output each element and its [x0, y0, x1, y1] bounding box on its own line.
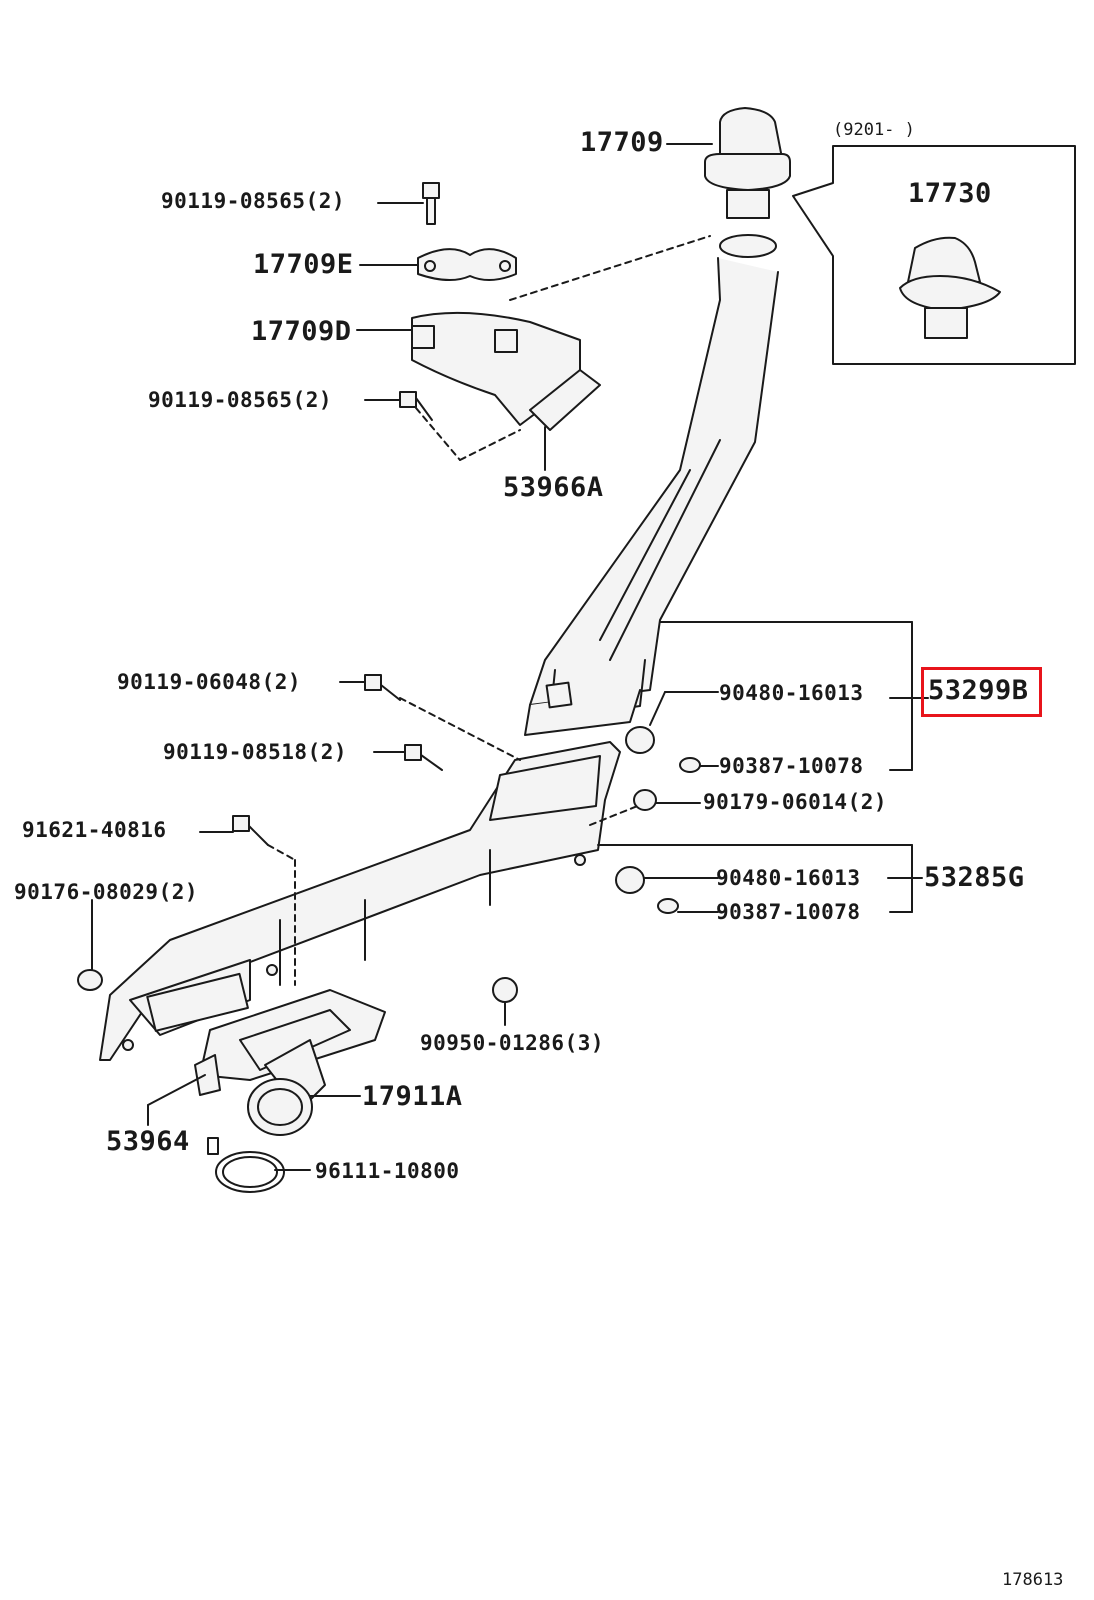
label-90480-16013-b: 90480-16013 [716, 866, 861, 890]
figure-number: 178613 [1002, 1570, 1064, 1590]
label-90950-01286: 90950-01286(3) [420, 1031, 605, 1055]
intake-box-53285G [99, 741, 621, 1061]
label-17709D: 17709D [251, 316, 352, 347]
snorkel-head-17709 [704, 107, 791, 219]
label-17730: 17730 [908, 178, 992, 209]
label-90119-08518: 90119-08518(2) [163, 740, 348, 764]
label-53964: 53964 [106, 1126, 190, 1157]
inset-box [792, 145, 1076, 365]
clamp-96111 [207, 1137, 285, 1193]
label-17709E: 17709E [253, 249, 354, 280]
label-96111-10800: 96111-10800 [315, 1159, 460, 1183]
label-17911A: 17911A [362, 1081, 463, 1112]
label-53285G: 53285G [924, 862, 1025, 893]
elbow-17911A [194, 989, 386, 1136]
label-53966A: 53966A [503, 472, 604, 503]
label-date-range: (9201- ) [833, 120, 915, 140]
dashed-lines [267, 235, 711, 986]
highlight-box [921, 667, 1042, 717]
fasteners [77, 182, 701, 1003]
label-91621-40816: 91621-40816 [22, 818, 167, 842]
label-90119-08565-a: 90119-08565(2) [161, 189, 346, 213]
label-90176-08029: 90176-08029(2) [14, 880, 199, 904]
label-53299B: 53299B [928, 675, 1029, 706]
label-90480-16013-a: 90480-16013 [719, 681, 864, 705]
label-90179-06014: 90179-06014(2) [703, 790, 888, 814]
label-17709: 17709 [580, 127, 664, 158]
bracket-17709E [417, 248, 517, 281]
leader-lines [91, 143, 929, 1171]
label-90387-10078-a: 90387-10078 [719, 754, 864, 778]
label-90119-08565-b: 90119-08565(2) [148, 388, 333, 412]
part-17730 [899, 236, 1001, 339]
label-90119-06048: 90119-06048(2) [117, 670, 302, 694]
label-90387-10078-b: 90387-10078 [716, 900, 861, 924]
snorkel-tube [524, 234, 779, 736]
bracket-17709D [411, 311, 601, 431]
